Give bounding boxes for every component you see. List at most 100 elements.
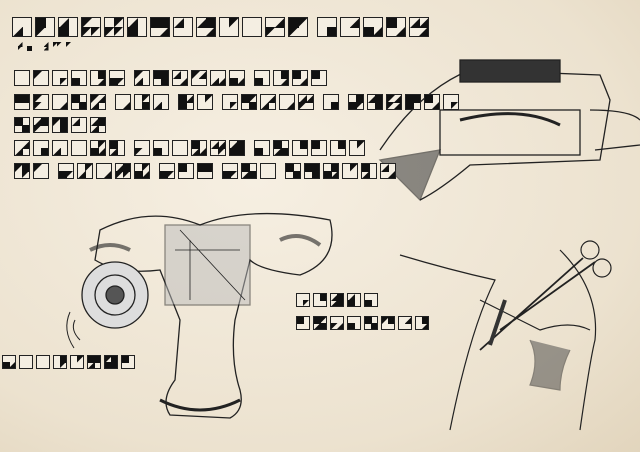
cipher-glyph: [33, 70, 49, 86]
cipher-word: [14, 42, 76, 52]
cipher-word: [14, 163, 49, 179]
cipher-glyph: [19, 355, 33, 369]
cipher-glyph: [241, 163, 257, 179]
cipher-glyph: [71, 117, 87, 133]
cipher-glyph: [14, 140, 30, 156]
cipher-glyph: [121, 355, 135, 369]
cipher-glyph: [35, 17, 55, 37]
cipher-word: [134, 140, 245, 156]
cipher-glyph: [58, 163, 74, 179]
cipher-glyph: [347, 316, 361, 330]
cipher-glyph: [172, 70, 188, 86]
cipher-glyph: [229, 140, 245, 156]
cipher-glyph: [323, 163, 339, 179]
cipher-glyph: [254, 70, 270, 86]
cipher-glyph: [210, 140, 226, 156]
subtitle-line: [14, 42, 76, 52]
cipher-glyph: [153, 70, 169, 86]
cipher-word: [14, 94, 106, 110]
cipher-glyph: [347, 293, 361, 307]
cipher-glyph: [90, 117, 106, 133]
cipher-glyph: [424, 94, 440, 110]
cipher-glyph: [363, 17, 383, 37]
cipher-glyph: [222, 94, 238, 110]
cipher-word: [14, 140, 125, 156]
cipher-glyph: [285, 163, 301, 179]
cipher-word: [222, 163, 276, 179]
cipher-glyph: [53, 355, 67, 369]
cipher-glyph: [323, 94, 339, 110]
cipher-glyph: [14, 163, 30, 179]
cipher-glyph: [348, 94, 364, 110]
cipher-word: [14, 70, 125, 86]
machine-hand-sketch: [378, 59, 640, 202]
cipher-word: [115, 94, 169, 110]
cipher-glyph: [33, 94, 49, 110]
cipher-glyph: [33, 140, 49, 156]
cipher-glyph: [330, 293, 344, 307]
cipher-word: [2, 355, 135, 369]
cipher-word: [296, 293, 378, 307]
cipher-glyph: [104, 17, 124, 37]
cipher-glyph: [296, 293, 310, 307]
cipher-glyph: [210, 70, 226, 86]
cipher-glyph: [380, 163, 396, 179]
cipher-glyph: [273, 140, 289, 156]
cipher-glyph: [364, 293, 378, 307]
cipher-glyph: [173, 17, 193, 37]
cipher-word: [254, 70, 327, 86]
cipher-glyph: [33, 163, 49, 179]
cipher-glyph: [317, 17, 337, 37]
left-label: [2, 355, 135, 369]
body-line-5: [14, 163, 396, 179]
cipher-glyph: [178, 163, 194, 179]
cipher-glyph: [292, 70, 308, 86]
cipher-glyph: [71, 70, 87, 86]
cipher-glyph: [12, 17, 32, 37]
cipher-glyph: [81, 17, 101, 37]
cipher-glyph: [153, 94, 169, 110]
cipher-glyph: [415, 316, 429, 330]
cipher-glyph: [104, 355, 118, 369]
cipher-glyph: [33, 117, 49, 133]
cipher-glyph: [153, 140, 169, 156]
cipher-glyph: [292, 140, 308, 156]
cipher-glyph: [115, 94, 131, 110]
cipher-glyph: [242, 17, 262, 37]
cipher-word: [12, 17, 308, 37]
cipher-word: [285, 163, 396, 179]
cipher-word: [14, 117, 106, 133]
cipher-glyph: [219, 17, 239, 37]
cipher-glyph: [191, 70, 207, 86]
cipher-glyph: [342, 163, 358, 179]
cipher-glyph: [115, 163, 131, 179]
cipher-glyph: [260, 163, 276, 179]
cipher-word: [254, 140, 365, 156]
cipher-glyph: [172, 140, 188, 156]
body-line-3: [14, 117, 106, 133]
cipher-glyph: [71, 140, 87, 156]
cipher-glyph: [90, 140, 106, 156]
cipher-glyph: [58, 17, 78, 37]
cipher-glyph: [150, 17, 170, 37]
cipher-glyph: [71, 94, 87, 110]
cipher-glyph: [178, 94, 194, 110]
uterus-label-2: [296, 316, 429, 330]
cipher-glyph: [241, 94, 257, 110]
cipher-glyph: [90, 70, 106, 86]
cipher-glyph: [296, 316, 310, 330]
title-line: [12, 17, 429, 37]
cipher-glyph: [443, 94, 459, 110]
cipher-glyph: [364, 316, 378, 330]
cipher-glyph: [381, 316, 395, 330]
cipher-word: [58, 163, 150, 179]
cipher-glyph: [159, 163, 175, 179]
cipher-glyph: [36, 355, 50, 369]
cipher-glyph: [134, 140, 150, 156]
cipher-glyph: [77, 163, 93, 179]
cipher-glyph: [96, 163, 112, 179]
cipher-glyph: [52, 140, 68, 156]
cipher-glyph: [260, 94, 276, 110]
cipher-glyph: [14, 70, 30, 86]
